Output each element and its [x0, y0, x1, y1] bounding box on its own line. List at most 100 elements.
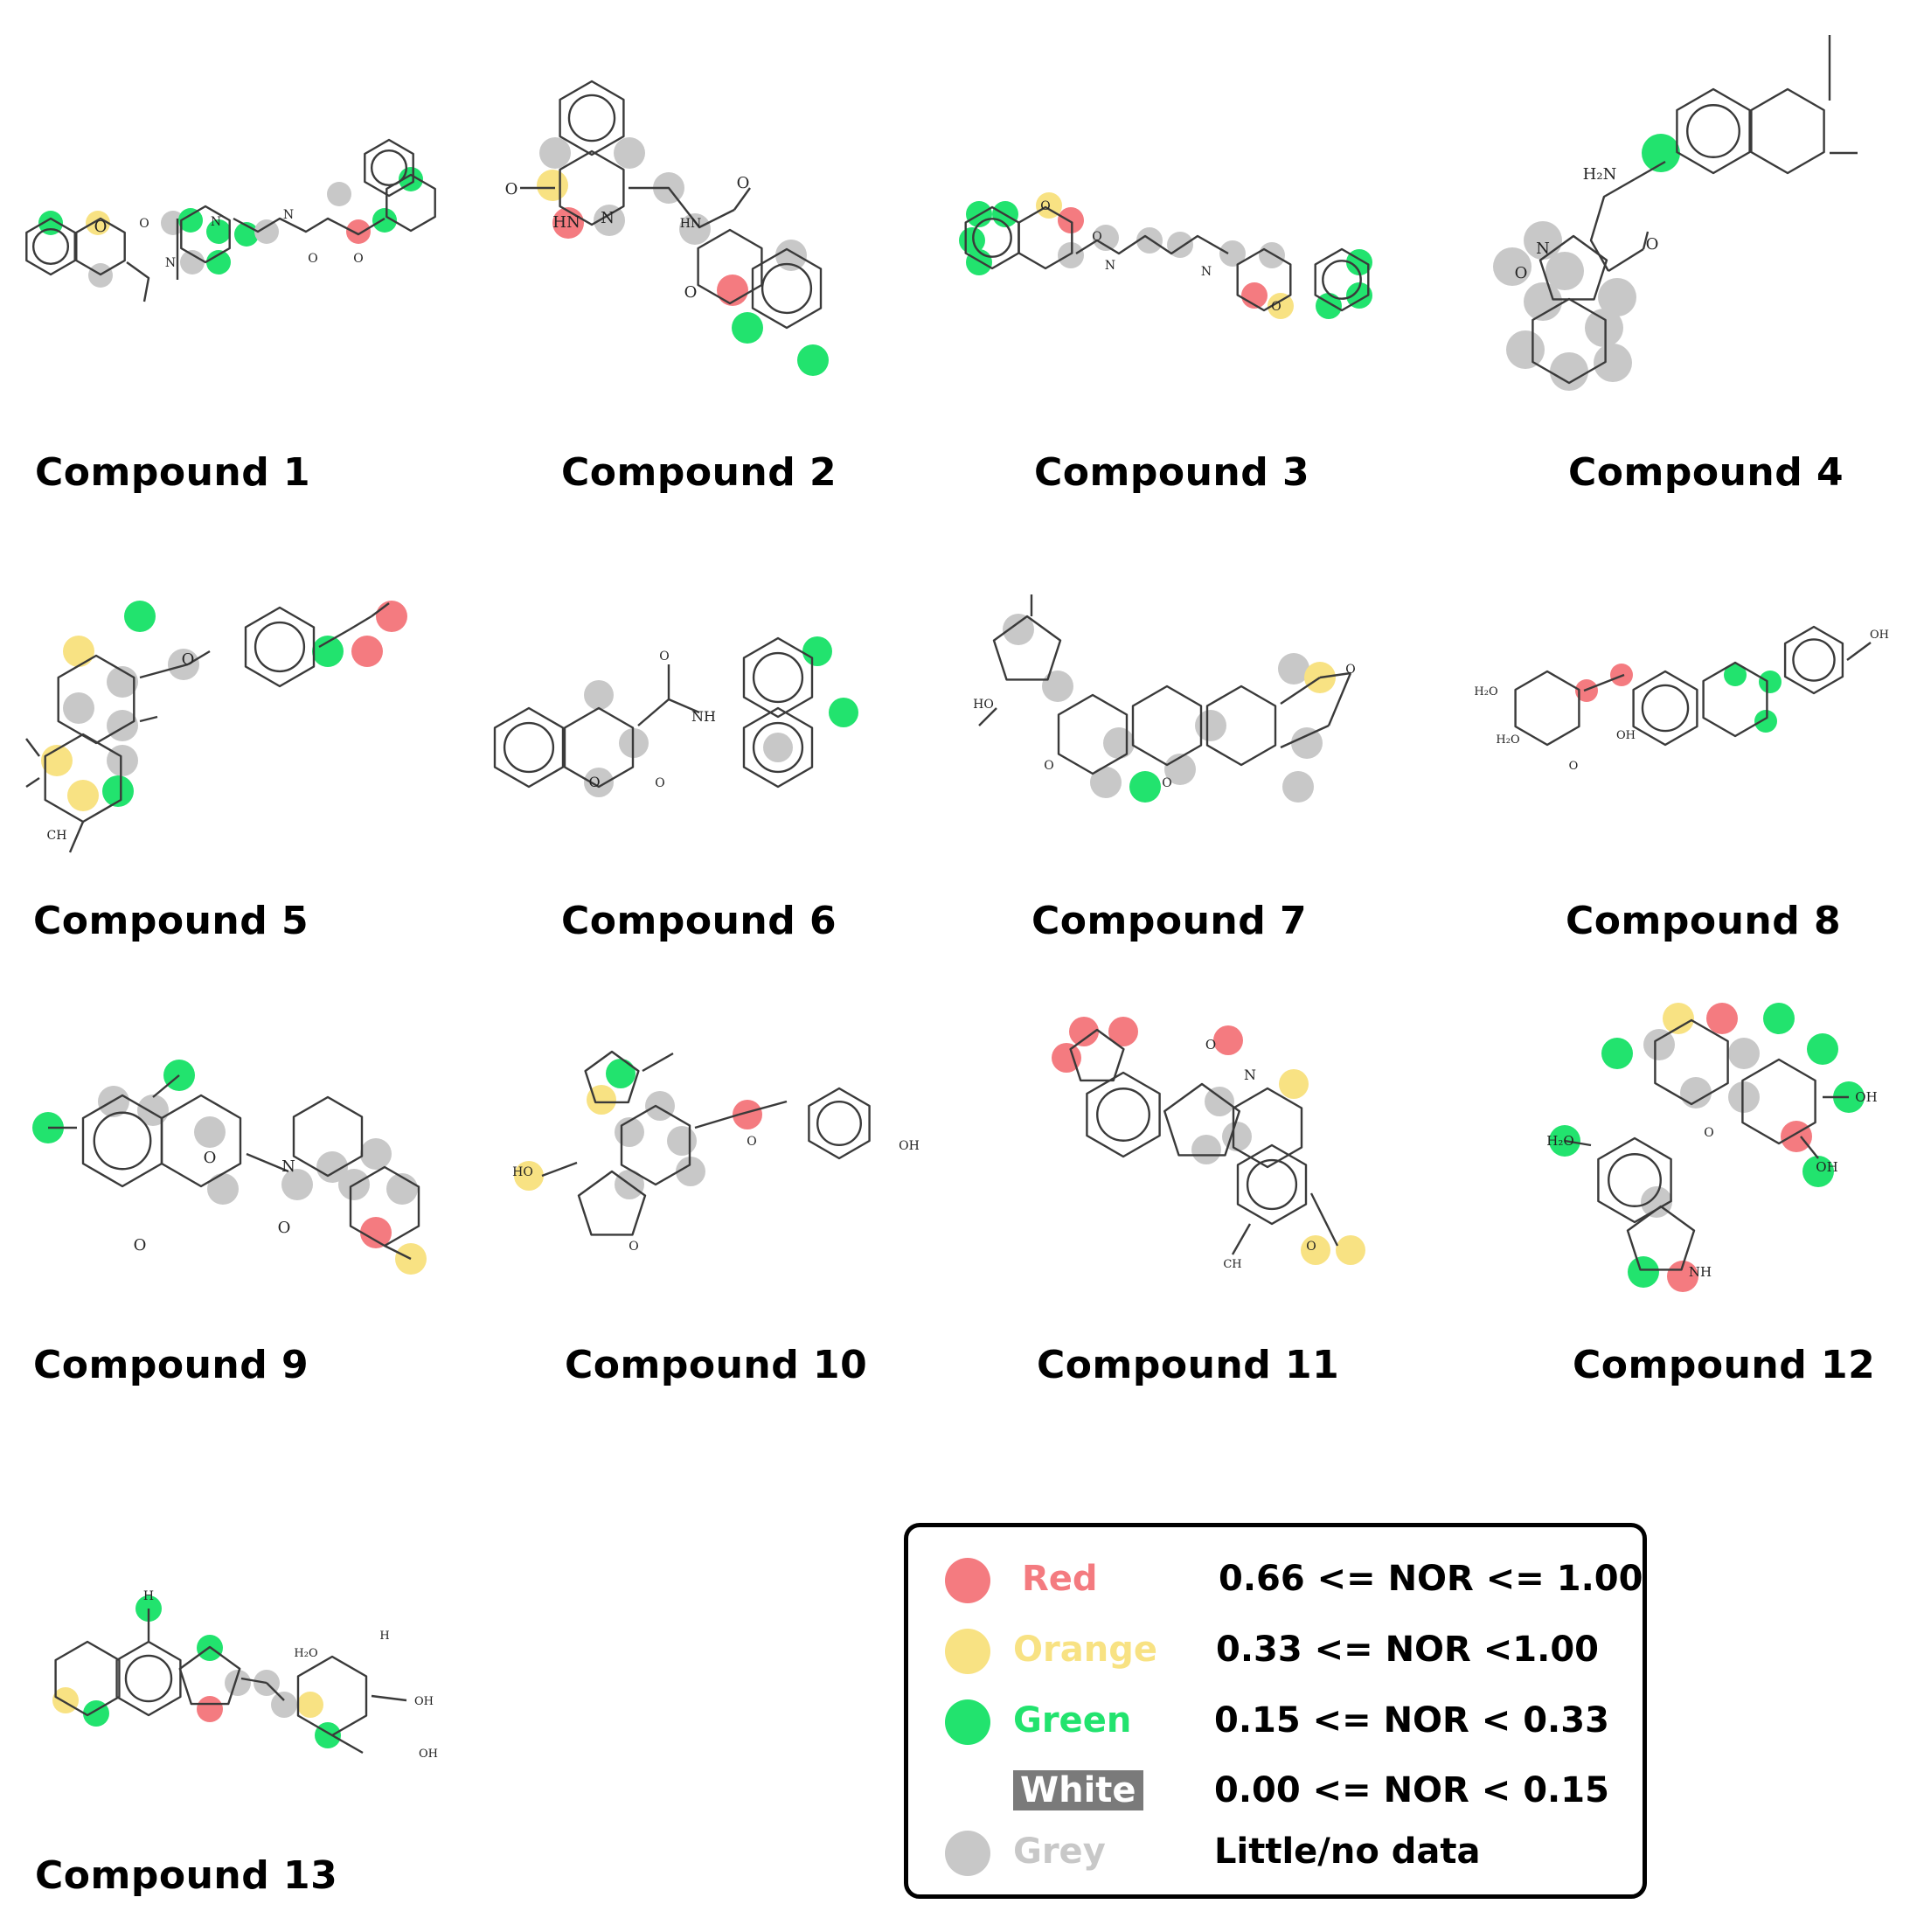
atom-highlight-dot [1278, 653, 1309, 685]
ring-bond [1057, 693, 1129, 775]
bond [371, 602, 390, 617]
atom-highlight-dot [1213, 1025, 1243, 1055]
atom-label: O [353, 252, 363, 266]
ring-bond [493, 706, 565, 789]
atom-highlight-dot [1136, 227, 1163, 254]
legend-row-orange: Orange 0.33 <= NOR <1.00 [908, 1624, 1643, 1677]
atom-label: O [1040, 199, 1050, 213]
atom-highlight-dot [763, 733, 793, 762]
atom-highlight-dot [537, 170, 568, 201]
atom-highlight-dot [38, 211, 63, 235]
atom-highlight-dot [1346, 282, 1372, 309]
bond [733, 187, 751, 211]
ring-bond [559, 149, 625, 226]
bond [371, 1694, 407, 1702]
atom-highlight-dot [1545, 252, 1584, 290]
atom-label: O [204, 1149, 217, 1167]
ring-bond [992, 615, 1062, 681]
compound-9-caption: Compound 9 [33, 1343, 309, 1387]
atom-highlight-dot [168, 649, 199, 680]
bond [541, 1161, 578, 1178]
bond [1319, 671, 1351, 679]
ring-bond [1676, 87, 1751, 175]
ring-bond [1741, 1058, 1816, 1145]
ring-bond [1626, 1205, 1696, 1271]
ring-bond [178, 1645, 241, 1706]
atom-label: OH [1870, 629, 1889, 642]
bond [349, 615, 372, 631]
atom-label: OH [899, 1139, 920, 1153]
atom-label: O [182, 650, 195, 669]
atom-highlight-dot [679, 213, 711, 245]
aromatic-circle [503, 721, 555, 774]
bond [1589, 177, 1636, 272]
bond [318, 628, 351, 649]
atom-label: N [1244, 1067, 1256, 1083]
atom-highlight-dot [1524, 282, 1562, 321]
atom-label: O [747, 1135, 756, 1149]
ring-bond [75, 217, 126, 276]
atom-label: O [1515, 264, 1528, 282]
atom-label: HO [512, 1165, 533, 1179]
red-dot-icon [945, 1558, 990, 1603]
bond [738, 1100, 788, 1116]
bond [1564, 1139, 1592, 1147]
atom-highlight-dot [1219, 240, 1246, 267]
bond [139, 663, 189, 679]
legend-range-red: 0.66 <= NOR <= 1.00 [1219, 1559, 1643, 1599]
atom-highlight-dot [206, 219, 231, 244]
atom-label: H [143, 1589, 154, 1603]
atom-label: H₂O [1546, 1133, 1573, 1149]
atom-label: N [281, 1157, 295, 1176]
atom-highlight-dot [1191, 1135, 1221, 1164]
legend-row-white: White 0.00 <= NOR < 0.15 [908, 1765, 1643, 1817]
legend-range-white: 0.00 <= NOR < 0.15 [1214, 1770, 1609, 1810]
ring-bond [292, 1095, 364, 1178]
atom-highlight-dot [107, 666, 138, 698]
ring-bond [1069, 1028, 1125, 1082]
atom-label: O [139, 217, 149, 231]
legend-row-green: Green 0.15 <= NOR < 0.33 [908, 1695, 1643, 1748]
atom-label: NH [691, 708, 716, 725]
bond [331, 1734, 364, 1755]
aromatic-circle [1322, 260, 1362, 300]
atom-label: O [588, 774, 600, 790]
atom-highlight-dot [587, 1085, 616, 1115]
ring-bond [808, 1087, 871, 1160]
legend-label-red: Red [1022, 1559, 1098, 1599]
bond [25, 738, 40, 757]
atom-label: N [211, 215, 221, 229]
bond [1642, 231, 1650, 250]
atom-highlight-dot [802, 636, 832, 666]
atom-highlight-dot [1259, 242, 1285, 268]
atom-label: CH [1223, 1258, 1241, 1271]
ring-bond [1086, 1071, 1161, 1158]
aromatic-circle [1686, 104, 1740, 158]
atom-highlight-dot [1680, 1077, 1712, 1108]
atom-highlight-dot [327, 182, 351, 206]
bond [187, 650, 211, 666]
bond [1231, 1223, 1252, 1255]
bond [1327, 672, 1352, 726]
atom-highlight-dot [372, 208, 397, 233]
atom-label: O [134, 1236, 147, 1254]
atom-label: N [283, 208, 294, 222]
atom-highlight-dot [315, 1722, 341, 1748]
atom-label: H₂N [1583, 165, 1617, 184]
atom-highlight-dot [606, 1059, 636, 1088]
atom-label: O [1569, 760, 1579, 773]
atom-highlight-dot [41, 745, 73, 776]
compound-13-caption: Compound 13 [35, 1853, 338, 1898]
atom-highlight-dot [1042, 671, 1073, 702]
atom-highlight-dot [360, 1217, 392, 1248]
atom-label: CH [47, 829, 67, 843]
compound-5-caption: Compound 5 [33, 899, 309, 943]
atom-label: O [1044, 759, 1053, 773]
bond [240, 1677, 267, 1685]
bond [694, 1113, 740, 1129]
bond [233, 217, 385, 236]
bond [1583, 673, 1625, 692]
atom-highlight-dot [1506, 330, 1545, 369]
atom-highlight-dot [207, 1173, 239, 1205]
